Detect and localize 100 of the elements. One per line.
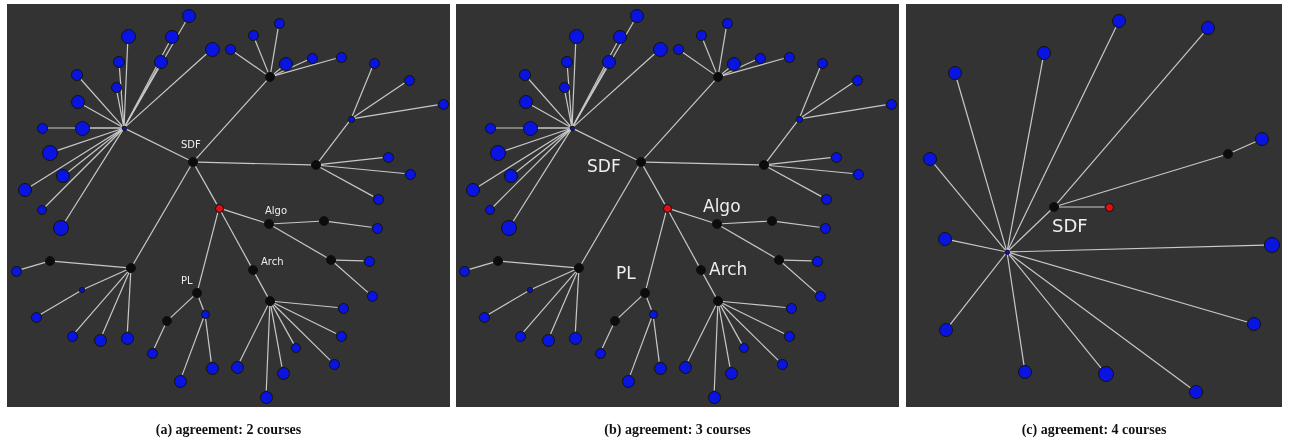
node-circle	[110, 81, 122, 93]
edge-line	[720, 225, 776, 259]
edge-line	[494, 127, 571, 129]
edge-line	[320, 164, 406, 175]
edge-line	[195, 80, 268, 159]
node-circle	[885, 98, 897, 110]
node-label: Algo	[265, 206, 288, 216]
edge-line	[801, 104, 887, 120]
edge-line	[1008, 244, 1265, 253]
node-circle	[819, 222, 831, 234]
node-label: Arch	[709, 260, 748, 278]
edge-line	[1008, 252, 1191, 389]
node-label: Arch	[261, 257, 284, 267]
edge-line	[1007, 26, 1117, 251]
node-circle	[326, 255, 336, 265]
edge-line	[197, 161, 312, 166]
node-circle	[368, 57, 380, 69]
edge-line	[719, 304, 743, 345]
edge-line	[718, 27, 727, 73]
node-circle	[311, 160, 321, 170]
edge-line	[528, 78, 571, 127]
edge-line	[668, 211, 700, 267]
edge-line	[271, 304, 295, 345]
edge-line	[1008, 252, 1248, 323]
edge-line	[478, 128, 571, 187]
edge-line	[273, 220, 320, 225]
edge-line	[1008, 253, 1102, 369]
node-circle	[774, 255, 784, 265]
edge-line	[722, 300, 787, 309]
edge-line	[618, 295, 642, 319]
edge-line	[116, 91, 125, 127]
edge-line	[1058, 206, 1106, 208]
node-circle	[811, 255, 823, 267]
edge-line	[933, 163, 1006, 251]
edge-line	[335, 259, 365, 262]
edge-line	[573, 128, 638, 161]
edge-line	[721, 59, 756, 76]
edge-line	[233, 51, 267, 75]
node-circle	[754, 52, 766, 64]
edge-line	[653, 317, 660, 363]
edge-line	[776, 221, 821, 228]
node-circle	[1049, 202, 1059, 212]
node-circle	[404, 168, 416, 180]
node-circle	[371, 222, 383, 234]
node-circle	[759, 160, 769, 170]
node-circle	[721, 17, 733, 29]
edge-line	[124, 67, 159, 127]
node-circle	[814, 290, 826, 302]
edge-line	[46, 127, 123, 129]
node-circle	[247, 29, 259, 41]
edge-line	[523, 271, 577, 333]
edge-line	[532, 269, 576, 290]
node-circle	[1004, 249, 1010, 255]
edge-line	[270, 27, 279, 73]
node-circle	[574, 263, 584, 273]
edge-line	[572, 67, 607, 127]
edge-line	[768, 157, 832, 166]
node-circle	[610, 316, 620, 326]
node-circle	[767, 216, 777, 226]
edge-line	[198, 297, 204, 311]
edge-line	[273, 67, 282, 75]
node-circle	[363, 255, 375, 267]
node-circle	[66, 330, 78, 342]
edge-line	[766, 121, 798, 162]
node-circle	[126, 263, 136, 273]
node-circle	[200, 309, 210, 319]
node-circle	[437, 98, 449, 110]
node-circle	[192, 288, 202, 298]
edge-line	[783, 259, 813, 262]
edge-line	[194, 165, 218, 205]
edge-line	[767, 166, 822, 197]
edge-line	[57, 128, 123, 152]
edge-line	[44, 129, 123, 208]
node-circle	[1223, 149, 1233, 159]
node-circle	[382, 151, 394, 163]
node-circle	[162, 316, 172, 326]
edge-line	[318, 121, 350, 162]
edge-line	[681, 51, 715, 75]
edge-line	[101, 272, 130, 335]
edge-line	[274, 300, 339, 309]
edge-line	[222, 208, 265, 224]
node-circle	[265, 296, 275, 306]
edge-line	[564, 91, 573, 127]
node-circle	[485, 205, 495, 215]
edge-line	[721, 67, 730, 75]
node-circle	[366, 290, 378, 302]
edge-line	[1056, 32, 1205, 204]
edge-line	[351, 67, 373, 117]
edge-line	[951, 239, 1006, 253]
node-circle	[478, 311, 490, 323]
node-circle	[636, 157, 646, 167]
node-circle	[121, 125, 127, 131]
edge-line	[197, 211, 219, 289]
edge-line	[722, 57, 785, 77]
edge-line	[30, 128, 123, 187]
edge-line	[645, 161, 760, 166]
node-circle	[851, 74, 863, 86]
node-circle	[569, 125, 575, 131]
edge-line	[54, 260, 127, 269]
node-circle	[335, 51, 347, 63]
